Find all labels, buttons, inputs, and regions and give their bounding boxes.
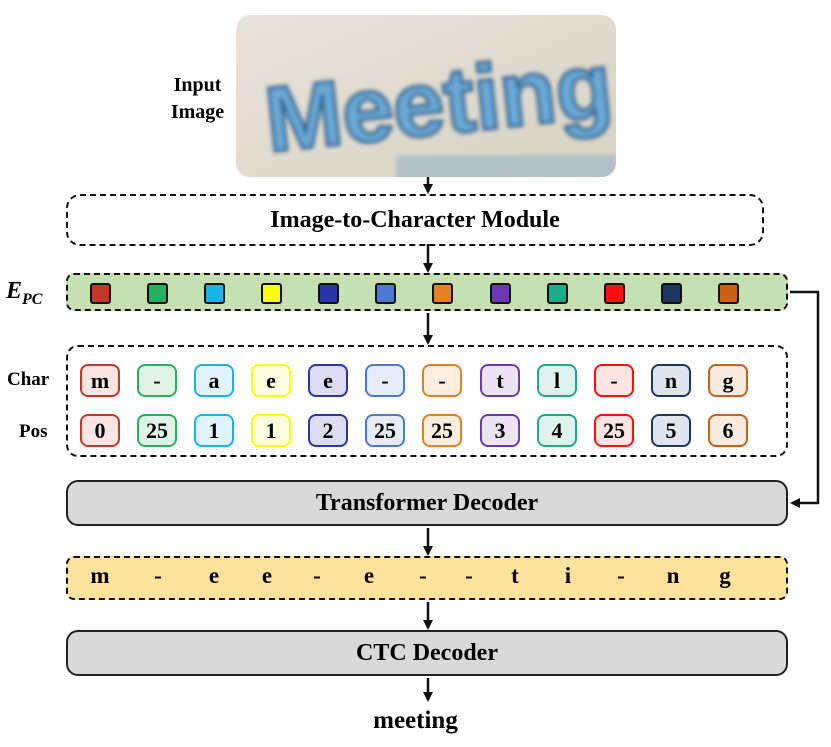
epc-color-square	[375, 283, 396, 304]
ctc-sequence-char: e	[261, 563, 273, 588]
epc-color-square	[318, 283, 339, 304]
ctc-sequence-char: m	[90, 563, 110, 588]
ctc-sequence-char: -	[154, 563, 162, 588]
ctc-sequence-char: i	[564, 563, 572, 588]
epc-color-square	[204, 283, 225, 304]
pos-token: 1	[251, 414, 291, 447]
input-image: Meeting	[236, 15, 616, 177]
epc-color-square	[604, 283, 625, 304]
epc-color-square	[661, 283, 682, 304]
input-image-picture: Meeting	[236, 15, 616, 177]
ctc-decoder: CTC Decoder	[66, 630, 788, 676]
epc-label-main: E	[6, 278, 23, 304]
ctc-label: CTC Decoder	[356, 639, 498, 666]
ctc-sequence-char: -	[465, 563, 473, 588]
char-token: l	[537, 364, 577, 397]
transformer-decoder: Transformer Decoder	[66, 480, 788, 526]
epc-color-square	[90, 283, 111, 304]
char-token: t	[480, 364, 520, 397]
char-token: m	[80, 364, 120, 397]
arrow-epc-to-decoder	[790, 290, 820, 508]
char-token: g	[708, 364, 748, 397]
pos-token: 25	[594, 414, 634, 447]
module-label: Image-to-Character Module	[270, 206, 560, 233]
input-label-line1: Input	[173, 74, 222, 96]
pos-token: 6	[708, 414, 748, 447]
char-token: a	[194, 364, 234, 397]
epc-color-square	[490, 283, 511, 304]
epc-label: EPC	[6, 278, 42, 309]
pos-token: 25	[422, 414, 462, 447]
ctc-sequence-char: n	[666, 563, 680, 588]
ctc-sequence-char: g	[719, 563, 731, 588]
char-token: -	[137, 364, 177, 397]
pos-token: 4	[537, 414, 577, 447]
pos-token: 0	[80, 414, 120, 447]
ctc-sequence-char: e	[208, 563, 220, 588]
epc-color-square	[147, 283, 168, 304]
pos-row-label: Pos	[19, 421, 48, 442]
char-token: -	[594, 364, 634, 397]
epc-color-square	[547, 283, 568, 304]
pos-token: 25	[137, 414, 177, 447]
char-token: e	[308, 364, 348, 397]
output-text: meeting	[373, 707, 458, 734]
pos-token: 1	[194, 414, 234, 447]
epc-color-square	[432, 283, 453, 304]
char-pos-box	[66, 345, 788, 457]
char-token: -	[422, 364, 462, 397]
ctc-sequence-char: -	[419, 563, 427, 588]
ctc-sequence-char: -	[313, 563, 321, 588]
epc-color-square	[261, 283, 282, 304]
ctc-sequence-bar	[66, 556, 788, 600]
char-token: e	[251, 364, 291, 397]
pos-token: 25	[365, 414, 405, 447]
transformer-label: Transformer Decoder	[315, 489, 539, 516]
input-image-label: Input Image	[150, 72, 245, 126]
char-row-label: Char	[7, 369, 50, 390]
image-to-character-module: Image-to-Character Module	[66, 194, 764, 246]
input-label-line2: Image	[170, 101, 225, 123]
ctc-sequence-char: t	[511, 563, 519, 588]
pos-token: 3	[480, 414, 520, 447]
ctc-sequence-char: e	[363, 563, 375, 588]
ctc-sequence-char: -	[617, 563, 625, 588]
char-token: n	[651, 364, 691, 397]
char-token: -	[365, 364, 405, 397]
pos-token: 5	[651, 414, 691, 447]
epc-label-sub: PC	[22, 290, 43, 308]
pos-token: 2	[308, 414, 348, 447]
epc-color-square	[718, 283, 739, 304]
